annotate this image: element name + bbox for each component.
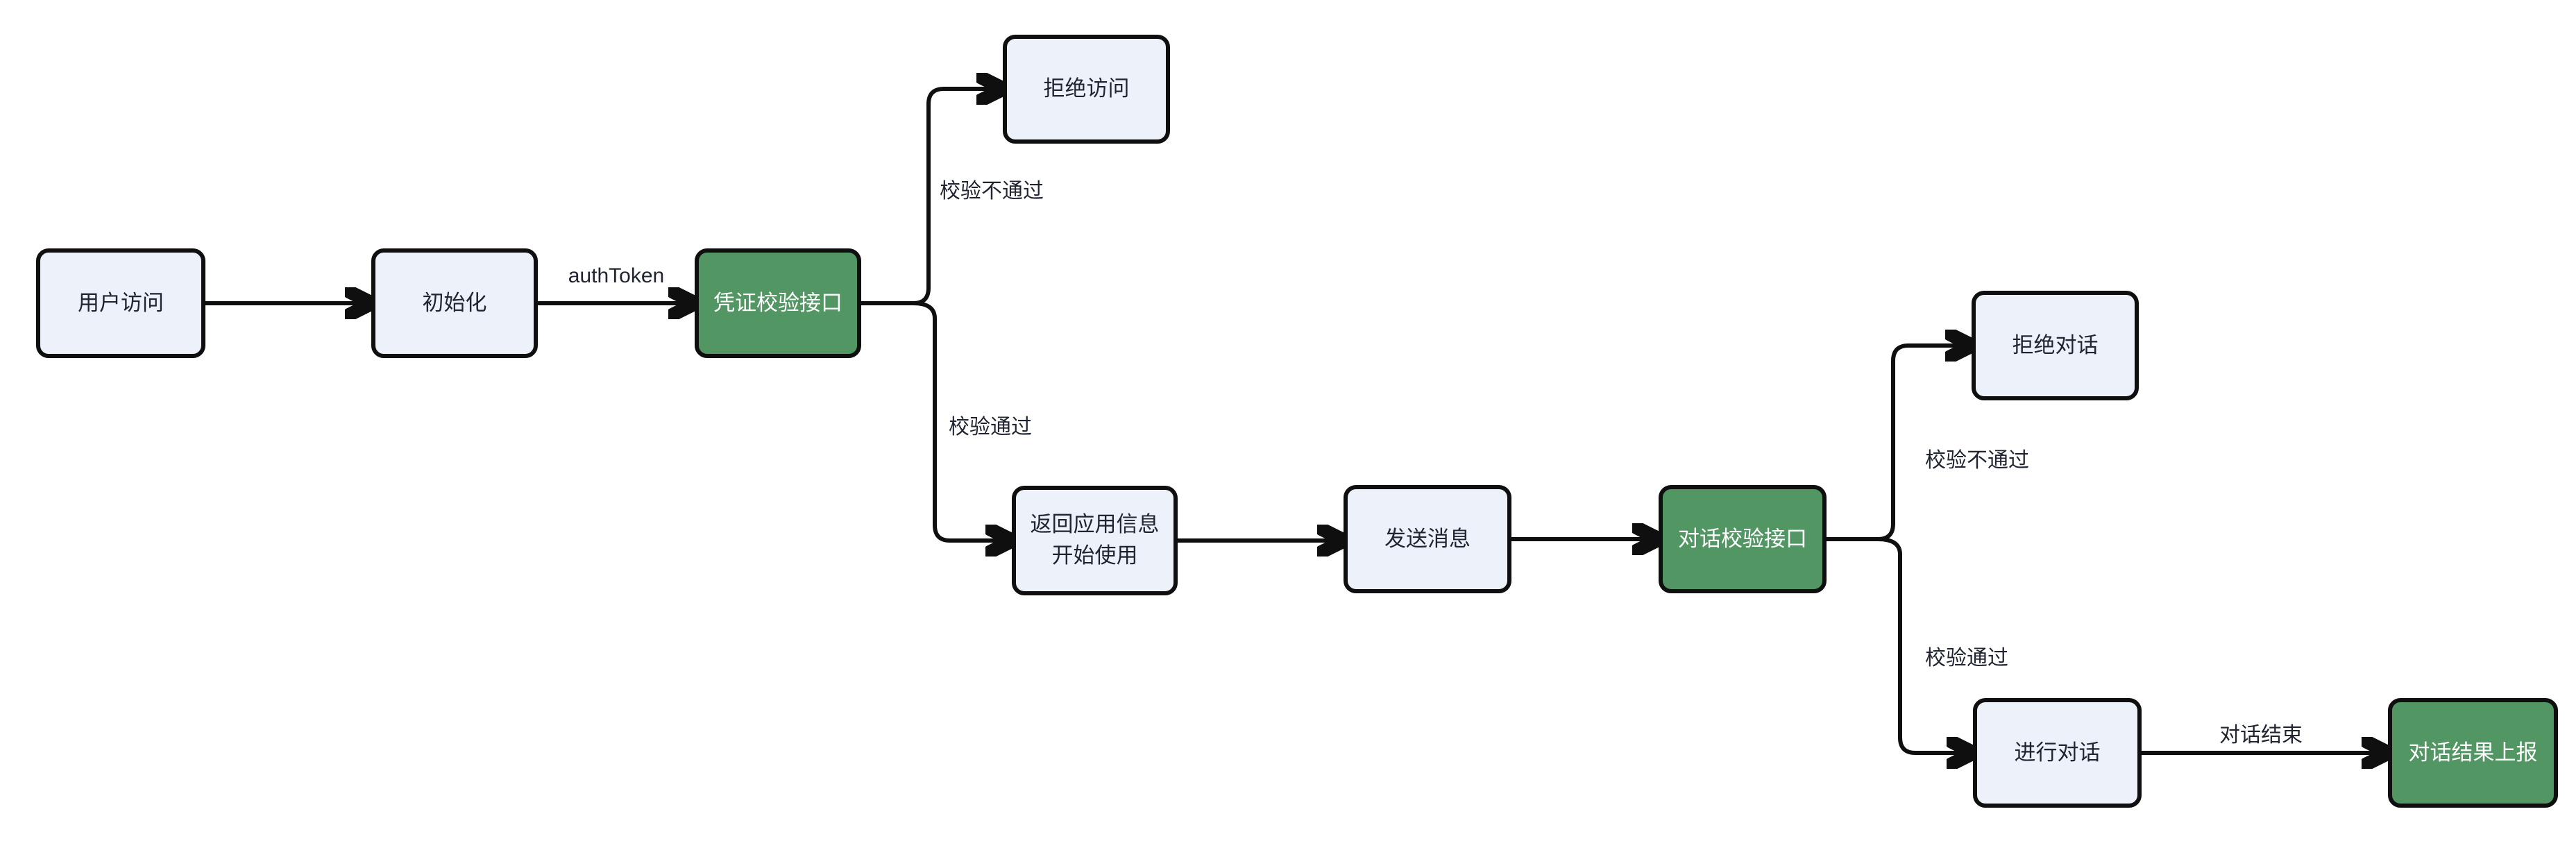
arrow-credential-api-pass-to-return-app-info xyxy=(859,301,1001,541)
node-send-message: 发送消息 xyxy=(1344,485,1511,593)
node-user-access: 用户访问 xyxy=(36,248,205,358)
node-deny-access: 拒绝访问 xyxy=(1003,35,1170,144)
node-init: 初始化 xyxy=(371,248,538,358)
edge-label-authtoken: authToken xyxy=(568,264,665,287)
node-conduct-dialog: 进行对话 xyxy=(1973,698,2142,808)
edge-label-check-fail-2: 校验不通过 xyxy=(1925,449,2029,472)
node-deny-dialog: 拒绝对话 xyxy=(1972,291,2139,400)
node-credential-check-api: 凭证校验接口 xyxy=(695,248,861,358)
edge-label-check-pass-1: 校验通过 xyxy=(949,416,1032,439)
edge-label-check-fail-1: 校验不通过 xyxy=(940,180,1044,203)
edge-label-check-pass-2: 校验通过 xyxy=(1925,647,2008,670)
node-report-dialog-result: 对话结果上报 xyxy=(2388,698,2558,808)
arrow-dialog-api-pass-to-conduct-dialog xyxy=(1824,537,1963,753)
node-dialog-check-api: 对话校验接口 xyxy=(1659,485,1827,593)
edge-label-dialog-end: 对话结束 xyxy=(2219,724,2303,747)
node-return-app-info: 返回应用信息 开始使用 xyxy=(1012,486,1178,595)
